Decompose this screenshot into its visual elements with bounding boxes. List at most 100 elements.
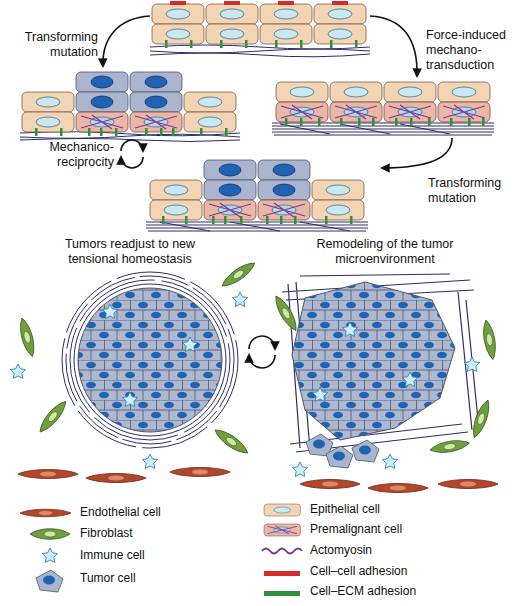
remodeled-tumor [438, 480, 498, 489]
remodeled-tumor [464, 357, 479, 372]
tensioned-epithelium [272, 123, 494, 135]
tensional-homeostasis-tumor [122, 392, 137, 407]
remodeled-tumor [292, 282, 455, 440]
premalignant-epithelium [35, 128, 38, 136]
remodeled-tumor [481, 319, 498, 360]
tensional-homeostasis-tumor [70, 280, 230, 440]
premalignant-epithelium [20, 72, 240, 142]
early-tumor-epithelium [146, 222, 368, 231]
tensional-homeostasis-tumor [10, 259, 257, 483]
early-tumor-epithelium [204, 180, 256, 200]
normal-epithelium [355, 40, 358, 48]
early-tumor-epithelium [280, 216, 283, 224]
early-tumor-epithelium [162, 216, 353, 224]
normal-epithelium [190, 40, 193, 48]
normal-epithelium [300, 40, 303, 48]
premalignant-epithelium [130, 92, 182, 112]
step-label: Transforming mutation [428, 176, 516, 206]
tensional-homeostasis-tumor [36, 398, 70, 435]
remodeled-tumor [271, 293, 300, 333]
normal-epithelium [260, 4, 312, 24]
premalignant-epithelium [100, 128, 103, 136]
normal-epithelium [220, 40, 223, 48]
early-tumor-epithelium [294, 216, 297, 224]
remodeled-tumor [271, 274, 498, 493]
remodeled-tumor [312, 387, 327, 402]
tensioned-epithelium [450, 118, 453, 126]
premalignant-epithelium [130, 72, 182, 92]
normal-epithelium [330, 40, 333, 48]
tensioned-epithelium [358, 118, 361, 126]
step-label: Mechanico-reciprocity [20, 140, 114, 170]
normal-epithelium [152, 24, 204, 44]
tensional-homeostasis-tumor [17, 317, 37, 358]
remodeled-tumor [300, 480, 360, 489]
premalignant-epithelium [22, 92, 74, 112]
normal-epithelium [314, 24, 366, 44]
legend-icons [264, 504, 300, 516]
legend-text: Cell–ECM adhesion [310, 584, 416, 599]
normal-epithelium [165, 40, 358, 48]
premalignant-epithelium [184, 112, 236, 132]
premalignant-epithelium [60, 128, 63, 136]
process-arrow [249, 355, 275, 368]
normal-epithelium [165, 40, 168, 48]
normal-epithelium [260, 24, 312, 44]
tensioned-epithelium [330, 82, 382, 102]
tensioned-epithelium [272, 82, 494, 135]
legend-swatch [264, 591, 300, 596]
normal-epithelium [278, 1, 294, 5]
premalignant-epithelium [200, 128, 203, 136]
tensioned-epithelium [410, 118, 413, 126]
early-tumor-epithelium [258, 200, 310, 220]
step-label: Force-induced mechano-transduction [426, 28, 516, 73]
premalignant-epithelium [22, 112, 74, 132]
legend-icons [20, 504, 302, 592]
normal-epithelium [275, 40, 278, 48]
process-arrow [103, 16, 150, 66]
legend-text: Tumor cell [80, 571, 136, 586]
tensioned-epithelium [395, 118, 398, 126]
tensioned-epithelium [285, 118, 288, 126]
legend-text: Actomyosin [310, 543, 372, 558]
tensional-homeostasis-tumor [10, 364, 25, 379]
early-tumor-epithelium [212, 216, 215, 224]
normal-epithelium [170, 1, 186, 5]
normal-epithelium [206, 4, 258, 24]
tensioned-epithelium [276, 82, 328, 102]
remodeled-tumor [382, 454, 397, 469]
tensional-homeostasis-tumor [102, 304, 117, 319]
legend-icons [20, 509, 71, 517]
legend-icons [262, 549, 302, 554]
normal-epithelium [152, 4, 204, 24]
tensional-homeostasis-tumor [170, 468, 230, 477]
early-tumor-epithelium [204, 160, 256, 180]
tensional-homeostasis-tumor [18, 470, 78, 479]
premalignant-epithelium [115, 128, 118, 136]
step-label: Remodeling of the tumor microenvironment [310, 237, 460, 267]
tensioned-epithelium [340, 118, 343, 126]
tensional-homeostasis-tumor [232, 292, 247, 307]
tensioned-epithelium [372, 118, 375, 126]
remodeled-tumor [429, 438, 470, 455]
legend-text: Endothelial cell [80, 505, 161, 520]
early-tumor-epithelium [312, 200, 364, 220]
premalignant-epithelium [225, 128, 228, 136]
early-tumor-epithelium [204, 200, 256, 220]
remodeled-tumor [469, 398, 493, 439]
normal-epithelium [245, 40, 248, 48]
legend-swatch [264, 571, 300, 576]
process-arrow [249, 336, 275, 349]
legend-icons [30, 529, 70, 540]
legend-text: Fibroblast [80, 526, 133, 541]
normal-epithelium [170, 1, 348, 5]
step-label: Transforming mutation [6, 30, 98, 60]
legend-text: Epithelial cell [310, 502, 380, 517]
legend-text: Immune cell [80, 548, 145, 563]
process-arrow [121, 140, 143, 151]
early-tumor-epithelium [325, 216, 328, 224]
tensional-homeostasis-tumor [74, 284, 226, 436]
tensioned-epithelium [300, 118, 303, 126]
tensioned-epithelium [384, 82, 436, 102]
